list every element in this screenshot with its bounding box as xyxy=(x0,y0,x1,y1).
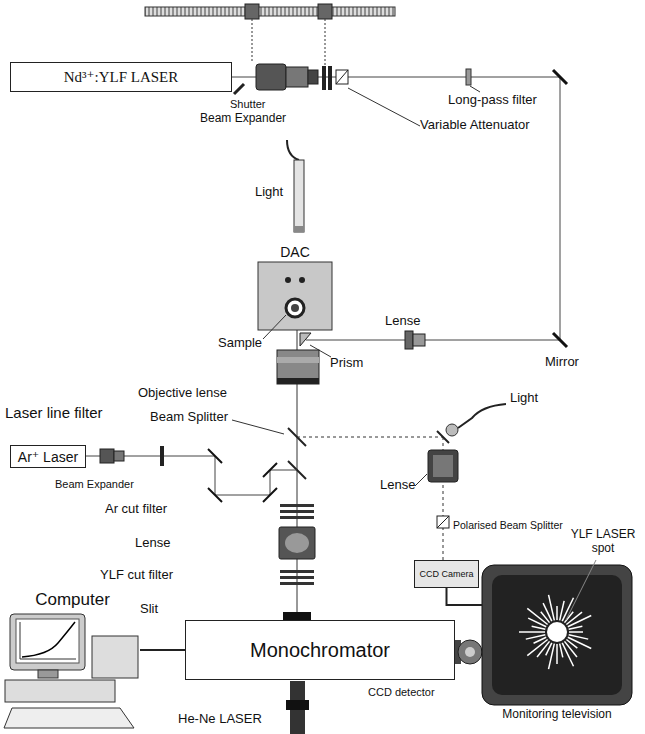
optical-rail xyxy=(145,4,395,65)
leader-line xyxy=(348,88,420,126)
part-label: Beam Expander xyxy=(200,112,286,126)
he-ne-laser xyxy=(286,681,309,734)
part-label: Sample xyxy=(218,336,262,351)
node-label: CCD Camera xyxy=(419,569,473,579)
cable xyxy=(140,649,185,651)
slit xyxy=(283,612,311,620)
node-label: Monitoring television xyxy=(502,707,611,721)
leader-line xyxy=(232,420,284,434)
leader-line xyxy=(470,86,480,92)
part-label: Lense xyxy=(385,314,420,329)
part-label: Light xyxy=(510,391,538,406)
part-label: Long-pass filter xyxy=(448,93,537,108)
shutter xyxy=(234,84,244,94)
part-label: Objective lense xyxy=(138,386,227,401)
part-label: Slit xyxy=(140,602,158,617)
light-guide xyxy=(287,140,304,232)
instrument-box: Monochromator xyxy=(185,620,455,680)
prism xyxy=(300,333,311,346)
part-label: Beam Splitter xyxy=(150,410,228,425)
part-label: Shutter xyxy=(230,98,265,111)
part-label: Polarised Beam Splitter xyxy=(453,519,563,531)
leader-line xyxy=(263,315,286,339)
laser-box: Nd³⁺:YLF LASER xyxy=(10,62,232,92)
computer-drawing xyxy=(4,614,138,728)
leader-line xyxy=(566,560,596,620)
node-label: Nd³⁺:YLF LASER xyxy=(64,68,179,86)
beam-expander xyxy=(100,449,124,463)
ar-cut-filter xyxy=(280,504,314,519)
part-label: Prism xyxy=(330,356,363,371)
cable xyxy=(447,588,483,605)
cell-box: DAC xyxy=(258,262,332,330)
part-label: He-Ne LASER xyxy=(178,712,262,727)
camera-box: CCD Camera xyxy=(414,560,479,588)
mirror xyxy=(553,70,567,84)
variable-attenuator xyxy=(322,66,348,90)
part-label: Beam Expander xyxy=(55,478,134,491)
ylf-cut-filter xyxy=(280,570,314,585)
computer-box: Computer xyxy=(5,612,140,730)
node-label: DAC xyxy=(280,244,310,260)
part-label: YLF LASER spot xyxy=(570,528,636,556)
part-label: CCD detector xyxy=(368,686,435,699)
part-label: Lense xyxy=(380,478,415,493)
part-label: Mirror xyxy=(545,355,579,370)
part-label: Lense xyxy=(135,536,170,551)
node-label: Computer xyxy=(35,590,110,610)
diamond-anvil-cell xyxy=(258,262,332,330)
part-label: Laser line filter xyxy=(5,404,103,421)
part-label: YLF cut filter xyxy=(100,568,173,583)
mirror xyxy=(208,449,277,502)
leader-line xyxy=(415,474,427,486)
television-drawing xyxy=(482,565,632,705)
node-label: Ar⁺ Laser xyxy=(18,449,78,465)
long-pass-filter xyxy=(466,69,471,85)
beam-expander xyxy=(256,64,318,90)
lens xyxy=(279,527,315,559)
monitor-box: Monitoring television xyxy=(482,565,632,705)
laser-box: Ar⁺ Laser xyxy=(10,445,86,468)
part-label: Variable Attenuator xyxy=(420,118,530,133)
lens xyxy=(405,331,425,349)
laser-line-filter xyxy=(160,446,164,466)
objective-lens xyxy=(277,350,319,384)
imaging-path xyxy=(297,404,506,560)
part-label: Light xyxy=(255,185,283,200)
part-label: Ar cut filter xyxy=(105,502,167,517)
ccd-detector xyxy=(455,640,482,664)
mirror xyxy=(553,333,567,347)
node-label: Monochromator xyxy=(250,639,390,662)
